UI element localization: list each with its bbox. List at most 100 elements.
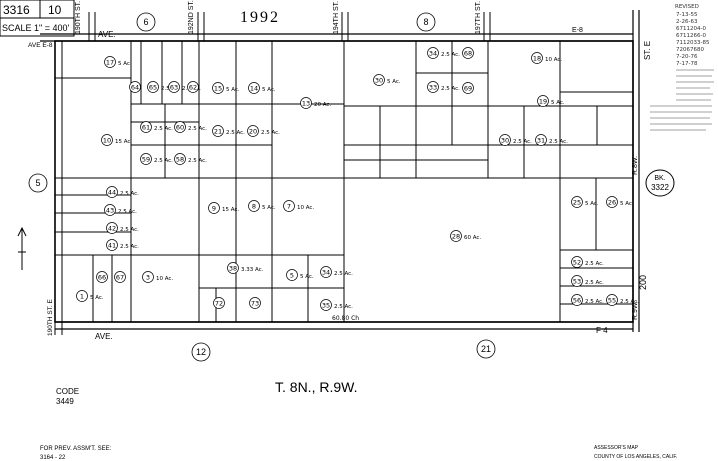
street-top-ave: AVE. [98,30,116,39]
parcel-number: 67 [116,274,124,282]
parcel-marker [462,47,474,59]
parcel-acreage: 5 Ac. [262,87,276,93]
parcel-marker [96,271,108,283]
parcel-number: 65 [149,84,157,92]
parcel-acreage: 5 Ac. [620,201,634,207]
parcel-acreage: 5 Ac. [585,201,599,207]
parcel-number: 72 [215,300,223,308]
parcel-marker [168,81,180,93]
parcel-marker [248,200,260,212]
parcel-acreage: 2.5 Ac. [261,130,280,136]
revised-date-1: 7-13-55 [676,12,698,18]
revised-date-7: 7-20-76 [676,54,698,60]
parcel-acreage: 2.5 Ac. [154,126,173,132]
parcel-acreage: 2.5 Ac. [120,244,139,250]
parcel-marker [427,81,439,93]
parcel-marker [106,222,118,234]
parcel-number: 38 [229,265,237,273]
parcel-marker [174,121,186,133]
parcel-number: 30 [501,137,509,145]
parcel-marker [174,153,186,165]
parcel-number: 19 [539,98,547,106]
parcel-number: 68 [464,50,472,58]
parcel-marker [531,52,543,64]
section-markers [28,12,496,362]
parcel-marker [142,271,154,283]
parcel-number: 1 [80,293,84,301]
section-21: 21 [481,344,491,354]
parcel-marker [571,256,583,268]
revised-notes: REVISED 7-13-55 2-26-63 6711204-0 671126… [650,4,714,131]
revised-date-6: 72067680 [676,47,704,53]
year-label: 1992 [240,9,280,26]
revised-date-4: 6711266-0 [676,33,706,39]
street-190th: 190TH ST. [75,1,82,34]
parcel-number: 44 [108,189,116,197]
parcel-marker [213,297,225,309]
street-197th: 197TH ST. [475,1,482,34]
parcel-number: 55 [608,297,616,305]
county-label: COUNTY OF LOS ANGELES, CALIF. [594,454,677,460]
parcel-acreage: 2.5 Ac. [334,304,353,310]
parcel-marker [212,82,224,94]
parcel-number: 43 [106,207,114,215]
parcel-number: 41 [108,242,116,250]
parcel-acreage: 2.5 Ac. [334,271,353,277]
parcel-marker [106,186,118,198]
parcel-number: 42 [108,225,116,233]
parcel-marker [187,81,199,93]
parcel-number: 30 [375,77,383,85]
street-e8-right: E-8 [572,27,583,34]
revised-title: REVISED [675,4,699,10]
parcel-number: 3 [146,274,150,282]
parcel-marker [248,82,260,94]
parcel-marker [320,299,332,311]
parcel-lines [40,10,640,335]
parcel-marker [249,297,261,309]
section-6: 6 [143,17,148,27]
parcel-number: 53 [573,278,581,286]
parcel-marker [106,239,118,251]
book-number: 3316 [3,3,30,17]
parcel-marker [101,134,113,146]
parcel-acreage: 60 Ac. [464,235,481,241]
parcel-marker [300,97,312,109]
dimension-200: 200 [638,275,648,290]
parcel-number: 62 [189,84,197,92]
parcel-acreage: 5 Ac. [262,205,276,211]
parcel-marker [140,153,152,165]
parcel-number: 21 [214,128,222,136]
parcel-acreage: 5 Ac. [300,274,314,280]
parcel-acreage: 20 Ac. [314,102,331,108]
parcel-acreage: 15 Ac. [222,207,239,213]
section-12: 12 [196,347,206,357]
parcel-acreage: 15 Ac. [115,139,132,145]
parcel-acreage: 5 Ac. [226,87,240,93]
parcel-number: 60 [176,124,184,132]
parcel-number: 14 [250,85,258,93]
parcel-number: 59 [142,156,150,164]
parcel-acreage: 5 Ac. [387,79,401,85]
parcel-number: 20 [249,128,257,136]
parcel-marker [140,121,152,133]
parcel-number: 31 [537,137,545,145]
parcel-acreage: 5 Ac. [90,295,104,301]
parcel-marker [606,196,618,208]
parcel-acreage: 2.5 Ac. [441,52,460,58]
parcel-number: 15 [214,85,222,93]
parcel-marker [373,74,385,86]
street-labels: AVE. AVE E-8 E-8 190TH ST. 192ND ST. 194… [28,0,652,341]
parcel-marker [129,81,141,93]
parcel-number: 34 [322,269,330,277]
prev-assessment-label: FOR PREV. ASSM'T. SEE: [40,446,112,452]
parcel-marker [537,95,549,107]
range-r9w: R.9W. [632,301,639,320]
parcel-marker [571,275,583,287]
parcel-number: 10 [103,137,111,145]
parcel-marker [247,125,259,137]
book-reference: BK. 3322 [645,169,675,197]
revised-date-8: 7-17-78 [676,61,698,67]
street-ave-e8: AVE E-8 [28,42,53,49]
parcel-marker [320,266,332,278]
